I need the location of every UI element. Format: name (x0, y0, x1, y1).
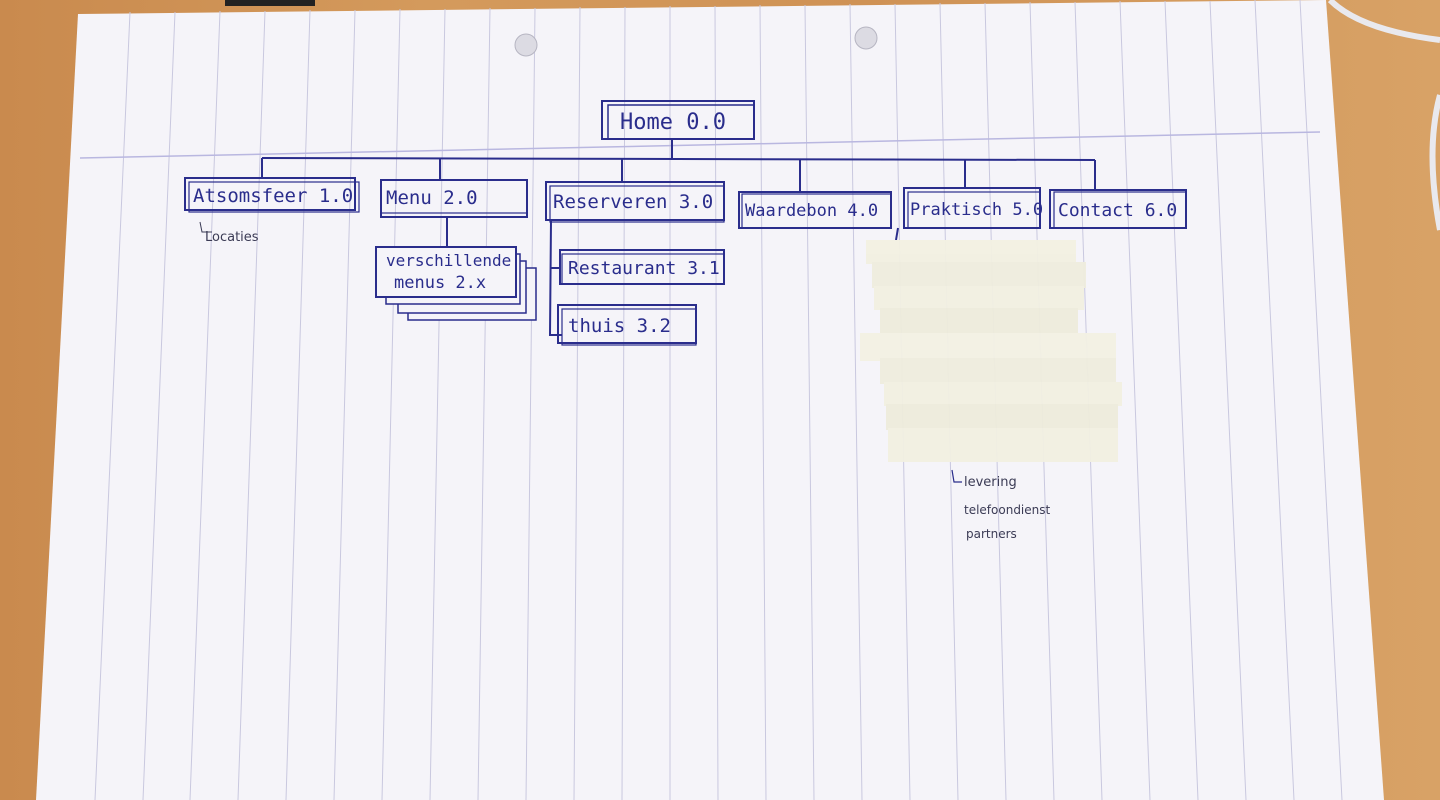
node-sfeer: Atsomsfeer 1.0 Locaties (184, 177, 360, 245)
praktisch-notes: levering telefoondienst partners (951, 469, 1051, 541)
node-waardebon-label: Waardebon 4.0 (745, 201, 878, 221)
node-thuis-label: thuis 3.2 (568, 315, 671, 337)
node-menu-variants-line2: menus 2.x (394, 273, 486, 293)
node-praktisch-label: Praktisch 5.0 (910, 200, 1043, 220)
node-contact-label: Contact 6.0 (1058, 200, 1177, 221)
note-telefoondienst: telefoondienst (964, 503, 1051, 517)
node-thuis: thuis 3.2 (557, 304, 697, 346)
node-reserveren: Reserveren 3.0 (545, 181, 725, 223)
node-sfeer-note: Locaties (205, 230, 259, 245)
node-home: Home 0.0 (601, 100, 755, 140)
margin-line (79, 131, 1321, 159)
node-sfeer-label: Atsomsfeer 1.0 (193, 185, 353, 207)
paper-sheet (36, 0, 1384, 800)
node-menu-variants: verschillende menus 2.x (375, 246, 537, 321)
note-partners: partners (966, 527, 1017, 541)
node-menu-variants-line1: verschillende (386, 251, 511, 270)
punch-hole-left (514, 33, 538, 57)
node-home-label: Home 0.0 (620, 110, 726, 135)
node-menu-label: Menu 2.0 (386, 187, 478, 209)
node-praktisch: Praktisch 5.0 (903, 187, 1043, 229)
node-menu: Menu 2.0 (380, 179, 528, 218)
node-restaurant: Restaurant 3.1 (559, 249, 725, 285)
punch-hole-right (854, 26, 878, 50)
node-waardebon: Waardebon 4.0 (738, 191, 892, 229)
note-levering: levering (964, 475, 1017, 490)
cable (1327, 0, 1440, 43)
node-restaurant-label: Restaurant 3.1 (568, 258, 720, 279)
cable-2 (1429, 94, 1440, 231)
node-reserveren-label: Reserveren 3.0 (553, 191, 713, 213)
binder-edge (225, 0, 315, 6)
node-contact: Contact 6.0 (1049, 189, 1187, 229)
tape-cover (860, 240, 1122, 462)
